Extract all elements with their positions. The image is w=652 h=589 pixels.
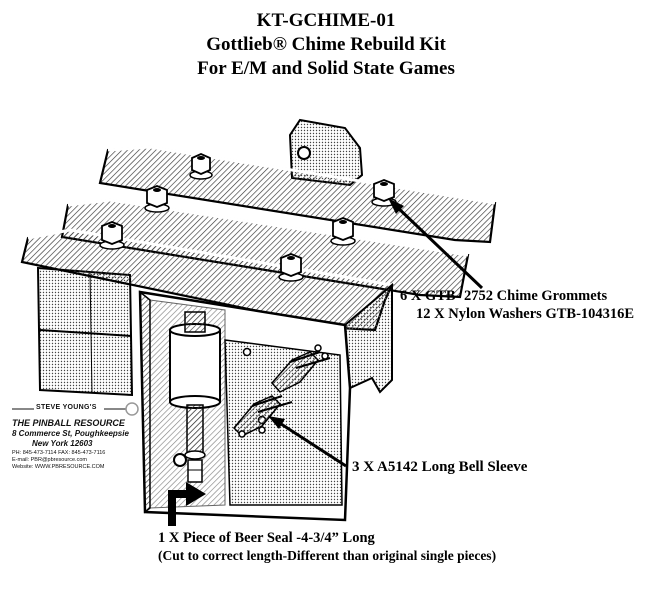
logo-phone: PH: 845-473-7114 FAX: 845-473-7116 xyxy=(12,450,106,456)
grommet-pointer-arrow xyxy=(388,198,484,290)
pinball-resource-logo: STEVE YOUNG'S THE PINBALL RESOURCE 8 Com… xyxy=(12,402,142,484)
beer-seal xyxy=(187,459,203,483)
grommet-nut xyxy=(330,217,356,246)
grommet-nut xyxy=(189,153,213,180)
frame-hole xyxy=(242,347,252,357)
grommet-nut xyxy=(144,185,170,213)
beer-seal-callout: 1 X Piece of Beer Seal -4-3/4” Long xyxy=(158,530,375,546)
kit-subtitle: For E/M and Solid State Games xyxy=(197,58,455,79)
left-housing xyxy=(36,266,134,397)
logo-email: E-mail: PBR@pbresource.com xyxy=(12,457,87,463)
grommets-callout: 6 X GTB- 2752 Chime Grommets xyxy=(400,288,608,304)
grommet-nut xyxy=(278,253,304,282)
beer-seal-note: (Cut to correct length-Different than or… xyxy=(158,548,497,563)
solenoid-coil xyxy=(169,311,221,460)
mounting-bracket xyxy=(288,118,364,187)
logo-brand-text: STEVE YOUNG'S xyxy=(36,404,97,411)
washers-callout: 12 X Nylon Washers GTB-104316E xyxy=(416,306,635,322)
bracket-hole xyxy=(297,146,311,160)
kit-number-title: KT-GCHIME-01 xyxy=(256,10,396,31)
switch-stack-upper xyxy=(271,344,331,393)
logo-address-city: New York 12603 xyxy=(32,439,93,448)
switch-stack-lower xyxy=(232,395,293,438)
logo-website: Website: WWW.PBRESOURCE.COM xyxy=(12,464,105,470)
logo-address-street: 8 Commerce St, Poughkeepsie xyxy=(12,429,129,438)
bell-sleeve-callout: 3 X A5142 Long Bell Sleeve xyxy=(352,459,528,475)
logo-company-name: THE PINBALL RESOURCE xyxy=(12,418,125,428)
beer-seal-pointer-arrow xyxy=(168,482,206,526)
logo-stripe xyxy=(12,402,139,416)
kit-name-title: Gottlieb® Chime Rebuild Kit xyxy=(206,34,446,55)
grommet-nut xyxy=(99,221,125,250)
chime-frame xyxy=(138,290,352,522)
frame-hole xyxy=(173,453,187,467)
sleeve-pointer-arrow xyxy=(268,416,347,468)
grommet-nut xyxy=(371,179,397,207)
